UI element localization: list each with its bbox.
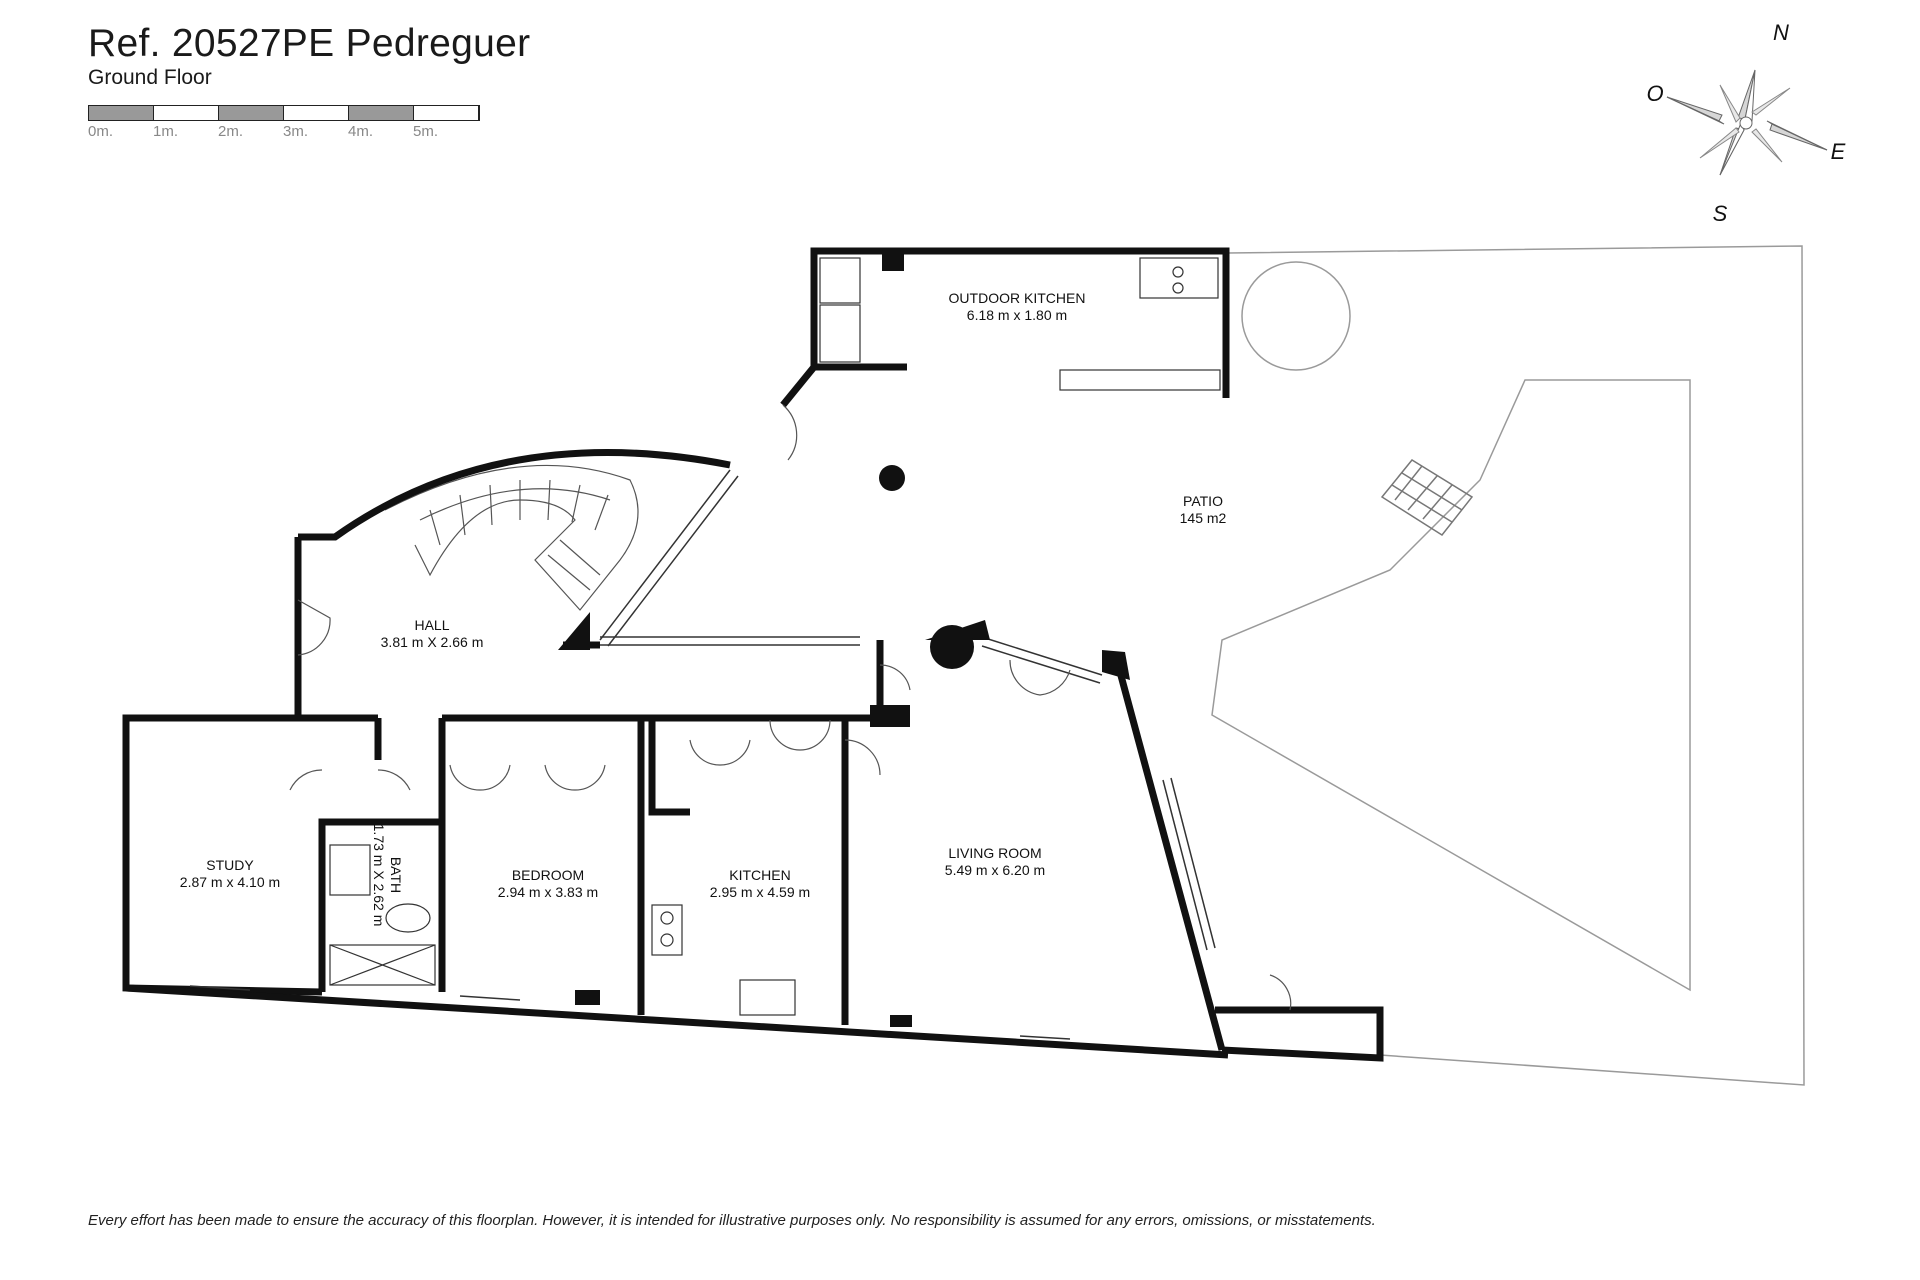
room-size-kitchen: 2.95 m x 4.59 m: [710, 884, 810, 900]
room-labels: OUTDOOR KITCHEN 6.18 m x 1.80 m PATIO 14…: [180, 290, 1227, 926]
room-size-outdoor-kitchen: 6.18 m x 1.80 m: [967, 307, 1067, 323]
walls: [122, 247, 1384, 1062]
floor-name: Ground Floor: [88, 66, 212, 89]
scale-label-4: 4m.: [348, 123, 374, 140]
staircase: [384, 464, 639, 611]
scale-label-3: 3m.: [283, 123, 309, 140]
room-name-bath: BATH: [388, 857, 404, 893]
room-name-hall: HALL: [414, 617, 449, 633]
room-name-patio: PATIO: [1183, 493, 1223, 509]
compass-icon: N E S O: [1646, 20, 1845, 226]
room-name-kitchen: KITCHEN: [729, 867, 790, 883]
plan-title: Ref. 20527PE Pedreguer: [88, 22, 531, 65]
room-name-living-room: LIVING ROOM: [948, 845, 1041, 861]
compass-west-label: O: [1646, 81, 1663, 106]
disclaimer: Every effort has been made to ensure the…: [88, 1212, 1376, 1229]
room-size-patio: 145 m2: [1180, 510, 1227, 526]
scale-label-0: 0m.: [88, 123, 114, 140]
room-size-hall: 3.81 m X 2.66 m: [381, 634, 484, 650]
solid-details: [558, 251, 1130, 1027]
compass-north-label: N: [1773, 20, 1789, 45]
scale-bar-segments: [88, 105, 480, 121]
scale-label-5: 5m.: [413, 123, 439, 140]
scale-labels: 0m. 1m. 2m. 3m. 4m. 5m.: [88, 123, 488, 141]
fixtures: [329, 257, 1221, 1016]
scale-label-1: 1m.: [153, 123, 179, 140]
room-name-outdoor-kitchen: OUTDOOR KITCHEN: [949, 290, 1086, 306]
room-size-living-room: 5.49 m x 6.20 m: [945, 862, 1045, 878]
windows: [189, 469, 1216, 1040]
door-swings: [289, 404, 1292, 1011]
room-size-bedroom: 2.94 m x 3.83 m: [498, 884, 598, 900]
scale-bar: 0m. 1m. 2m. 3m. 4m. 5m.: [88, 105, 480, 140]
compass-east-label: E: [1831, 139, 1846, 164]
compass-south-label: S: [1713, 201, 1728, 226]
room-size-bath: 1.73 m X 2.62 m: [371, 824, 387, 927]
room-name-study: STUDY: [206, 857, 254, 873]
scale-label-2: 2m.: [218, 123, 244, 140]
room-name-bedroom: BEDROOM: [512, 867, 584, 883]
room-size-study: 2.87 m x 4.10 m: [180, 874, 280, 890]
patio-area: [1211, 245, 1805, 1086]
